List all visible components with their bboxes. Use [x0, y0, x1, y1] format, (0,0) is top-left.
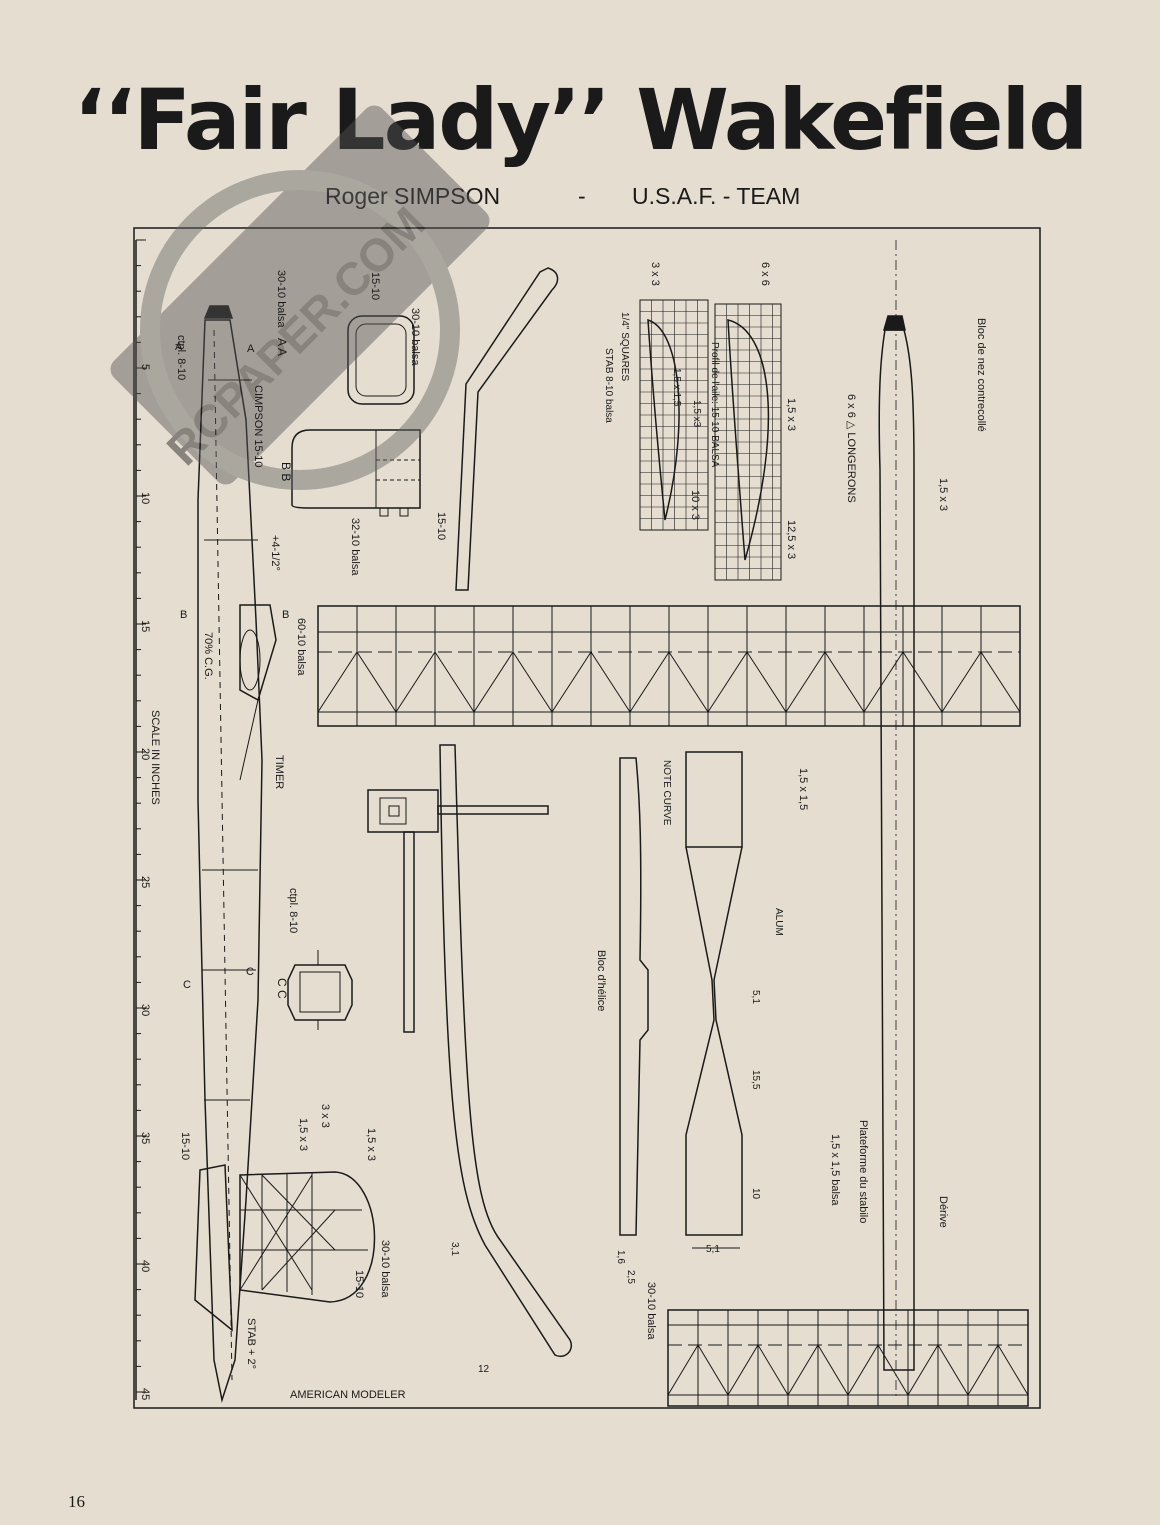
wing-pylon — [239, 604, 277, 702]
label-rudder-15-10: 15-10 — [179, 1132, 191, 1160]
label-simpson: CIMPSON 15-10 — [252, 385, 264, 468]
label-rudder-15x3: 1,5 x 3 — [297, 1118, 309, 1151]
label-section-b-left: B — [180, 609, 187, 621]
label-prop-10: 10 — [750, 1188, 761, 1200]
label-platform-balsa: 1,5 x 1,5 balsa — [829, 1134, 841, 1206]
scale-tick-label: 10 — [139, 492, 151, 504]
label-section-bb: B B — [279, 462, 293, 481]
scale-tick-label: 40 — [139, 1260, 151, 1272]
label-rudder-30-10: 30-10 balsa — [379, 1240, 391, 1298]
timer-housing — [239, 629, 261, 691]
label-section-cc: C C — [275, 978, 289, 999]
stab-rib-profile — [647, 318, 680, 521]
label-section-c-right: C — [246, 966, 254, 978]
label-scale: SCALE IN INCHES — [149, 710, 161, 805]
label-balsa-30-10-b: 30-10 balsa — [409, 308, 421, 366]
prop-hub — [367, 789, 439, 833]
label-prop-51b: 5,1 — [706, 1244, 720, 1255]
label-stab-15x3: 1,5 x3 — [691, 400, 702, 428]
label-ctpl-810-top: ctpl. 8-10 — [175, 335, 187, 380]
label-balsa-32-10: 32-10 balsa — [349, 518, 361, 576]
label-section-b-right: B — [282, 609, 289, 621]
label-prop-16: 1,6 — [615, 1250, 626, 1264]
page-title: ‘‘Fair Lady’’ Wakefield — [73, 71, 1089, 169]
wing-rib-profile — [727, 319, 770, 561]
label-balsa-30-10-a: 30-10 balsa — [275, 270, 287, 328]
label-wing-15x3: 1,5 x 3 — [785, 398, 797, 431]
label-plan-15x15: 1,5 x 1,5 — [797, 768, 809, 810]
rcpaper-watermark: RCPAPER.COM — [110, 105, 490, 490]
section-cc-frame — [287, 964, 353, 1021]
label-american-modeler: AMERICAN MODELER — [290, 1389, 406, 1401]
propeller-front-view — [685, 846, 743, 1236]
label-stab-3x3: 3 x 3 — [649, 262, 661, 286]
label-prop-block: Bloc d'hélice — [595, 950, 607, 1011]
label-section-a-left: A — [175, 341, 183, 353]
prop-shaft-lower — [403, 831, 415, 1033]
propeller-blade-side — [439, 744, 572, 1357]
scale-tick-label: 35 — [139, 1132, 151, 1144]
label-stab-profile: STAB 8-10 balsa — [603, 348, 614, 423]
label-wing-6x6: 6 x 6 — [759, 262, 771, 286]
label-plan-15x3: 1,5 x 3 — [937, 478, 949, 511]
label-platform: Plateforme du stabilo — [857, 1120, 869, 1223]
label-prop-12: 12 — [478, 1364, 490, 1375]
label-stab-15x15: 1,5 x 1,5 — [671, 368, 682, 407]
label-note-curve: NOTE CURVE — [661, 760, 672, 826]
label-alum: ALUM — [773, 908, 784, 936]
scale-tick-label: 45 — [139, 1388, 151, 1400]
subtitle-separator: - — [578, 183, 586, 209]
scale-tick-label: 30 — [139, 1004, 151, 1016]
label-balsa-15-10-a: 15-10 — [369, 272, 381, 300]
label-timer: TIMER — [273, 755, 285, 789]
label-stab-plan-balsa: 30-10 balsa — [645, 1282, 657, 1340]
scale-tick-label: 15 — [139, 620, 151, 632]
label-nose-block: Bloc de nez contrecollé — [975, 318, 987, 432]
plan-border — [133, 227, 1041, 1409]
propeller-blade-top — [685, 751, 743, 848]
page-number: 16 — [68, 1492, 85, 1511]
label-prop-155: 15,5 — [750, 1070, 761, 1090]
label-cg: 70% C.G. — [202, 632, 214, 680]
label-rudder-15-10b: 15-10 — [353, 1270, 365, 1298]
label-wing-125x3: 12,5 x 3 — [785, 520, 797, 559]
propeller-side-view — [619, 757, 649, 1236]
rudder-side-view — [239, 1171, 376, 1303]
scale-tick-label: 25 — [139, 876, 151, 888]
label-rudder-15x3-b: 1,5 x 3 — [365, 1128, 377, 1161]
team-name: U.S.A.F. - TEAM — [632, 183, 801, 209]
label-section-a-right: A — [247, 343, 255, 355]
section-aa-frame — [347, 315, 415, 405]
label-stab-incidence: STAB + 2° — [245, 1318, 257, 1369]
label-prop-25: 2,5 — [625, 1270, 636, 1284]
scale-tick-label: 20 — [139, 748, 151, 760]
nose-block-side — [203, 305, 234, 319]
fuselage-top-view — [878, 329, 915, 1371]
label-stab-squares: 1/4" SQUARES — [619, 312, 630, 381]
label-ctpl-810-bottom: ctpl. 8-10 — [287, 888, 299, 933]
label-prop-51a: 5,1 — [750, 990, 761, 1004]
label-section-c-left: C — [183, 979, 191, 991]
label-prop-31: 3,1 — [449, 1242, 460, 1256]
scale-tick-label: 5 — [139, 364, 151, 370]
label-section-aa: A A — [275, 338, 289, 356]
label-rudder-3x3: 3 x 3 — [319, 1104, 331, 1128]
label-wing-10x3: 10 x 3 — [689, 490, 701, 520]
author-name: Roger SIMPSON — [325, 183, 500, 210]
label-wing-profile: Profil de l'aile: 15-10 BALSA — [709, 342, 720, 468]
prop-shaft — [437, 805, 549, 815]
label-balsa-60-10: 60-10 balsa — [295, 618, 307, 676]
prop-shaft-hook — [455, 267, 559, 591]
label-incidence: +4-1/2° — [269, 535, 281, 571]
label-derive: Dérive — [937, 1196, 949, 1228]
nose-block-top — [883, 315, 906, 331]
rudder-front — [194, 1164, 233, 1332]
label-longerons: 6 x 6 △ LONGERONS — [845, 394, 857, 503]
label-balsa-15-10-b: 15-10 — [435, 512, 447, 540]
